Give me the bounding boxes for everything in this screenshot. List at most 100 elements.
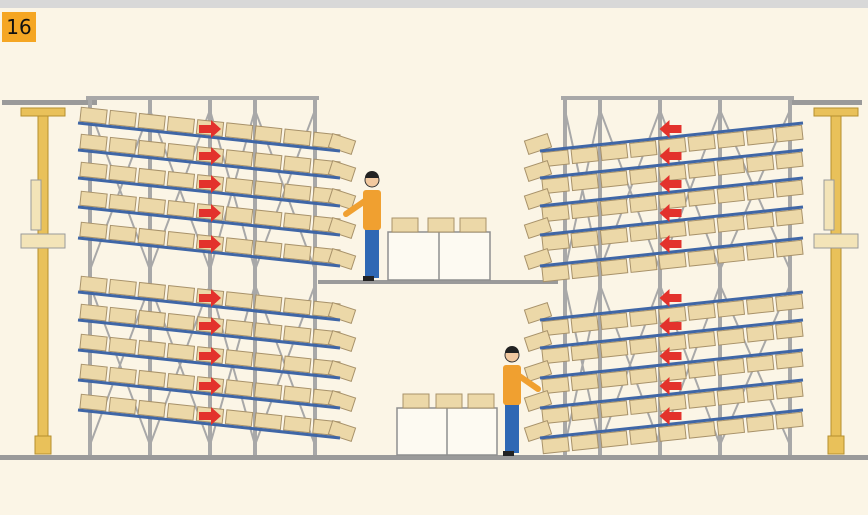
carton	[109, 137, 136, 154]
carton	[80, 304, 107, 321]
carton	[600, 341, 627, 358]
lift-head	[21, 108, 65, 116]
carton	[747, 183, 774, 200]
carton	[225, 123, 252, 140]
carton	[571, 262, 598, 279]
carton	[167, 404, 194, 421]
carton	[109, 194, 136, 211]
workstation-upper	[388, 218, 490, 280]
carton	[80, 162, 107, 179]
carton	[80, 134, 107, 151]
carton	[80, 334, 107, 351]
carton	[138, 228, 165, 245]
worker-legs	[365, 228, 379, 278]
lift-column	[831, 108, 841, 453]
carton	[717, 358, 744, 375]
carton	[776, 382, 803, 399]
carton	[659, 335, 686, 352]
carton	[688, 219, 715, 236]
carton	[284, 244, 311, 261]
ground-below	[0, 460, 868, 515]
carton	[571, 344, 598, 361]
carton	[717, 388, 744, 405]
carton	[225, 292, 252, 309]
carton	[167, 232, 194, 249]
carton	[659, 165, 686, 182]
carton	[776, 322, 803, 339]
carton	[630, 368, 657, 385]
carton	[717, 215, 744, 232]
carton	[80, 276, 107, 293]
carton	[600, 401, 627, 418]
carton	[255, 126, 282, 143]
carton	[167, 344, 194, 361]
carton	[284, 298, 311, 315]
carton	[688, 362, 715, 379]
lift-base	[35, 436, 51, 454]
carton	[225, 350, 252, 367]
carton	[138, 113, 165, 130]
lift-guide	[824, 180, 834, 230]
carton	[167, 374, 194, 391]
carton	[167, 172, 194, 189]
carton	[225, 150, 252, 167]
carton	[659, 395, 686, 412]
carton	[630, 168, 657, 185]
ceiling-rail-left	[2, 100, 97, 105]
carton	[776, 180, 803, 197]
carton	[225, 207, 252, 224]
carton	[392, 218, 418, 232]
carton	[225, 380, 252, 397]
left-rack	[78, 96, 356, 455]
carton	[776, 294, 803, 311]
rack-top-beam	[561, 96, 794, 100]
carton	[571, 404, 598, 421]
carton	[776, 125, 803, 142]
carton	[571, 202, 598, 219]
carton	[109, 110, 136, 127]
carton	[717, 300, 744, 317]
carton	[630, 225, 657, 242]
carton	[571, 231, 598, 248]
carton	[403, 394, 429, 408]
carton	[630, 398, 657, 415]
carton	[717, 418, 744, 435]
carton	[138, 400, 165, 417]
carton	[109, 307, 136, 324]
rack-top-beam	[86, 96, 319, 100]
carton	[255, 413, 282, 430]
lift-carriage	[814, 234, 858, 248]
lift-carriage	[21, 234, 65, 248]
carton	[255, 323, 282, 340]
carton	[225, 238, 252, 255]
carton	[542, 234, 569, 251]
carton	[225, 178, 252, 195]
carton	[284, 386, 311, 403]
carton	[600, 259, 627, 276]
carton	[255, 210, 282, 227]
carton	[600, 171, 627, 188]
carton	[80, 222, 107, 239]
carton	[571, 147, 598, 164]
carton	[688, 304, 715, 321]
carton	[167, 201, 194, 218]
carton	[747, 243, 774, 260]
carton	[776, 152, 803, 169]
carton	[80, 191, 107, 208]
carton	[659, 138, 686, 155]
carton	[600, 313, 627, 330]
carton	[284, 213, 311, 230]
carton	[138, 310, 165, 327]
carton	[255, 295, 282, 312]
carton	[542, 265, 569, 282]
carton	[659, 425, 686, 442]
carton	[630, 256, 657, 273]
carton	[138, 370, 165, 387]
carton	[255, 181, 282, 198]
carton	[688, 422, 715, 439]
carton	[460, 218, 486, 232]
carton	[571, 374, 598, 391]
carton	[571, 434, 598, 451]
right-rack	[524, 96, 803, 455]
carton	[167, 314, 194, 331]
